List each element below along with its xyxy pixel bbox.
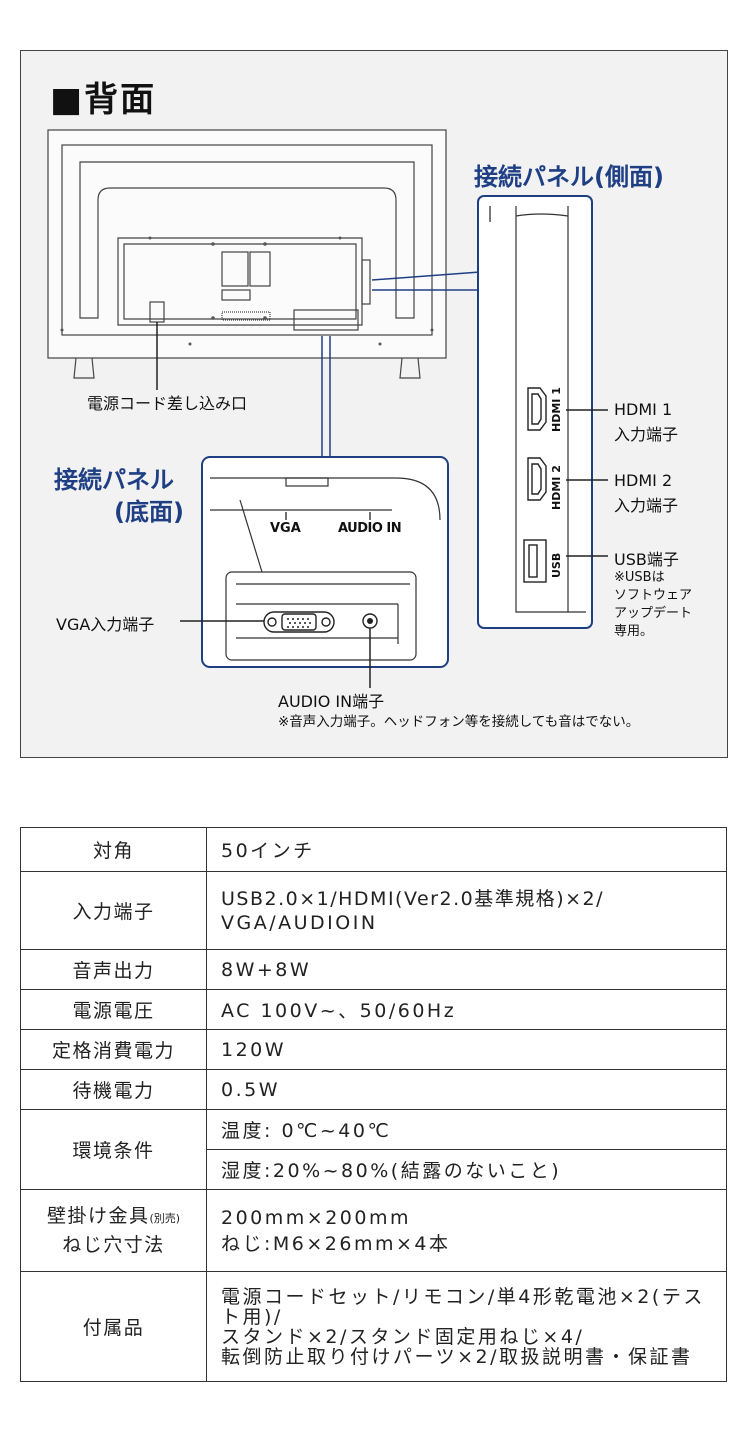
usb-port-text: USB [550, 553, 563, 578]
hdmi1-port [527, 387, 547, 431]
spec-key: 定格消費電力 [20, 1029, 207, 1070]
wall-key-note: (別売) [149, 1212, 181, 1225]
spec-row-env-2: 湿度:20%~80%(結露のないこと) [21, 1149, 727, 1190]
spec-value: 湿度:20%~80%(結露のないこと) [206, 1149, 727, 1190]
spec-key: 音声出力 [20, 949, 207, 990]
side-panel-leader [371, 271, 481, 291]
audio-in-port [362, 613, 378, 629]
spec-value-line: 200mm×200mm [221, 1206, 411, 1229]
spec-row-input: 入力端子 USB2.0×1/HDMI(Ver2.0基準規格)×2/ VGA/AU… [20, 871, 727, 950]
vga-small-label: VGA [270, 521, 301, 536]
spec-value: 0.5W [206, 1069, 727, 1110]
usb-label: USB端子 [614, 550, 679, 569]
spec-value: 120W [206, 1029, 727, 1070]
spec-value-line: ねじ:M6×26mm×4本 [221, 1232, 451, 1255]
audio-in-label: AUDIO IN端子 [278, 692, 385, 711]
spec-row-audio: 音声出力 8W+8W [20, 949, 727, 990]
usb-note-2: ソフトウェア [614, 588, 693, 603]
usb-port [523, 539, 547, 583]
rear-title: ■背面 [50, 80, 157, 120]
spec-value: AC 100V~、50/60Hz [206, 989, 727, 1030]
spec-row-wall: 壁掛け金具(別売) ねじ穴寸法 200mm×200mm ねじ:M6×26mm×4… [20, 1189, 727, 1272]
vga-port [263, 611, 335, 633]
hdmi2-port-text: HDMI 2 [550, 465, 563, 510]
spec-table: 対角 50インチ 入力端子 USB2.0×1/HDMI(Ver2.0基準規格)×… [20, 827, 727, 1382]
spec-key: 環境条件 [20, 1109, 207, 1190]
spec-value: 200mm×200mm ねじ:M6×26mm×4本 [206, 1189, 727, 1272]
spec-value-line: スタンド×2/スタンド固定用ねじ×4/ [221, 1325, 585, 1348]
tv-rear-diagram: HDMI 1 HDMI 2 USB [47, 129, 608, 688]
hdmi1-label-1: HDMI 1 [614, 400, 673, 419]
spec-key: 待機電力 [20, 1069, 207, 1110]
spec-value: 温度: 0℃~40℃ [206, 1109, 727, 1150]
spec-value: USB2.0×1/HDMI(Ver2.0基準規格)×2/ VGA/AUDIOIN [206, 871, 727, 950]
wall-key-text: 壁掛け金具 [46, 1205, 150, 1227]
bottom-panel-leader [321, 336, 331, 462]
spec-value-line: VGA/AUDIOIN [221, 911, 378, 934]
spec-row-power: 電源電圧 AC 100V~、50/60Hz [20, 989, 727, 1030]
spec-row-accessories: 付属品 電源コードセット/リモコン/単4形乾電池×2(テスト用)/ スタンド×2… [20, 1271, 727, 1382]
spec-value: 50インチ [206, 827, 727, 872]
bottom-panel-title-2: (底面) [114, 498, 184, 526]
spec-key: 電源電圧 [20, 989, 207, 1030]
spec-value-line: 電源コードセット/リモコン/単4形乾電池×2(テスト用)/ [221, 1285, 705, 1328]
usb-note-1: ※USBは [614, 570, 665, 585]
usb-note-3: アップデート [614, 606, 693, 621]
spec-row-standby: 待機電力 0.5W [20, 1069, 727, 1110]
side-panel-title: 接続パネル(側面) [474, 163, 664, 191]
hdmi2-label-2: 入力端子 [614, 496, 679, 515]
hdmi2-label-1: HDMI 2 [614, 471, 673, 490]
spec-key: 付属品 [20, 1271, 207, 1382]
spec-key-line: 壁掛け金具(別売) [23, 1203, 204, 1232]
power-cord-label: 電源コード差し込み口 [87, 394, 248, 413]
spec-value: 電源コードセット/リモコン/単4形乾電池×2(テスト用)/ スタンド×2/スタン… [206, 1271, 727, 1382]
hdmi2-port [527, 457, 547, 501]
spec-key-line: ねじ穴寸法 [62, 1234, 165, 1256]
audio-in-note: ※音声入力端子。ヘッドフォン等を接続しても音はでない。 [278, 714, 640, 730]
spec-key: 入力端子 [20, 871, 207, 950]
spec-row-rated: 定格消費電力 120W [20, 1029, 727, 1070]
spec-row-size: 対角 50インチ [20, 827, 727, 872]
spec-row-env-1: 環境条件 温度: 0℃~40℃ [20, 1109, 727, 1190]
audio-in-small-label: AUDIO IN [338, 521, 402, 536]
bottom-connection-panel [201, 456, 449, 668]
spec-value: 8W+8W [206, 949, 727, 990]
spec-value-line: USB2.0×1/HDMI(Ver2.0基準規格)×2/ [221, 887, 605, 910]
bottom-panel-title-1: 接続パネル [54, 466, 174, 494]
hdmi1-label-2: 入力端子 [614, 425, 679, 444]
tv-back [47, 129, 447, 379]
spec-key: 対角 [20, 827, 207, 872]
hdmi1-port-text: HDMI 1 [550, 387, 563, 432]
usb-note-4: 専用。 [614, 624, 654, 639]
spec-value-line: 転倒防止取り付けパーツ×2/取扱説明書・保証書 [221, 1345, 693, 1368]
vga-terminal-label: VGA入力端子 [56, 615, 155, 634]
spec-key: 壁掛け金具(別売) ねじ穴寸法 [20, 1189, 207, 1272]
